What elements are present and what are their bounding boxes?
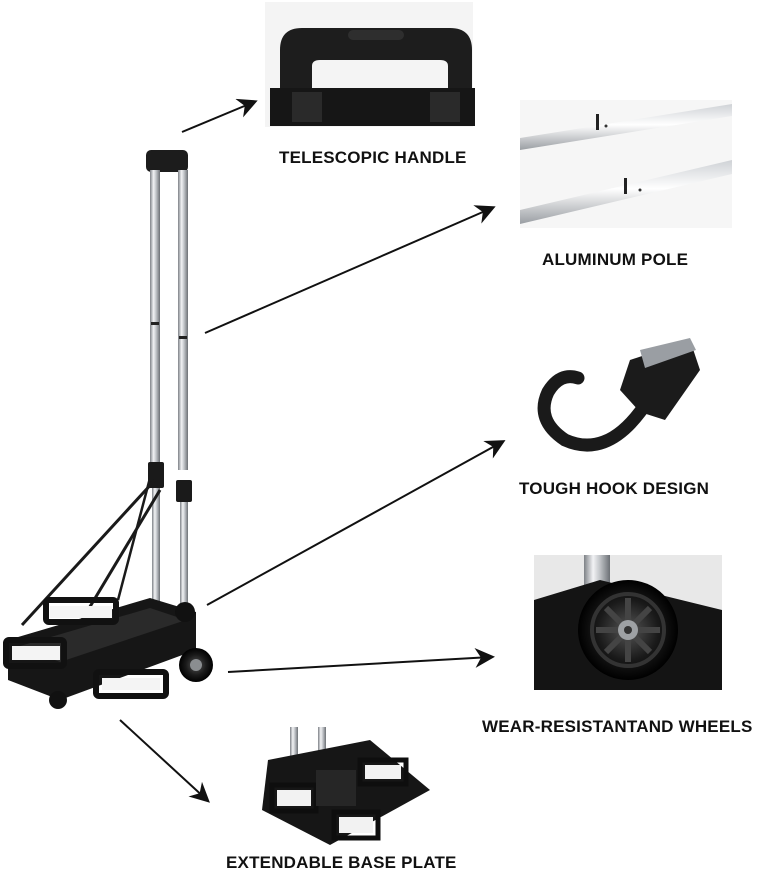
label-base-plate: EXTENDABLE BASE PLATE bbox=[226, 853, 457, 872]
label-wheels: WEAR-RESISTANTAND WHEELS bbox=[482, 717, 753, 736]
trolley-handle-grip bbox=[146, 150, 188, 172]
label-hook-design: TOUGH HOOK DESIGN bbox=[519, 479, 710, 498]
hook-photo bbox=[536, 335, 706, 460]
hand-truck bbox=[3, 150, 213, 709]
aluminum-pole-photo bbox=[520, 100, 732, 228]
base-plate-photo bbox=[262, 727, 437, 849]
arrow-to-handle bbox=[181, 98, 258, 133]
right-pole bbox=[178, 170, 188, 470]
trolley-base-plate bbox=[3, 597, 196, 700]
arrow-to-base bbox=[119, 719, 210, 803]
label-aluminum-pole: ALUMINUM POLE bbox=[542, 250, 689, 269]
wheels-photo bbox=[534, 555, 722, 690]
arrow-to-wheels bbox=[227, 647, 495, 673]
label-telescopic-handle: TELESCOPIC HANDLE bbox=[279, 148, 467, 167]
left-pole bbox=[150, 170, 160, 470]
arrow-to-hook bbox=[206, 440, 506, 606]
telescopic-handle-photo bbox=[265, 2, 475, 127]
arrow-to-pole bbox=[204, 205, 496, 334]
callout-arrows bbox=[119, 98, 506, 803]
